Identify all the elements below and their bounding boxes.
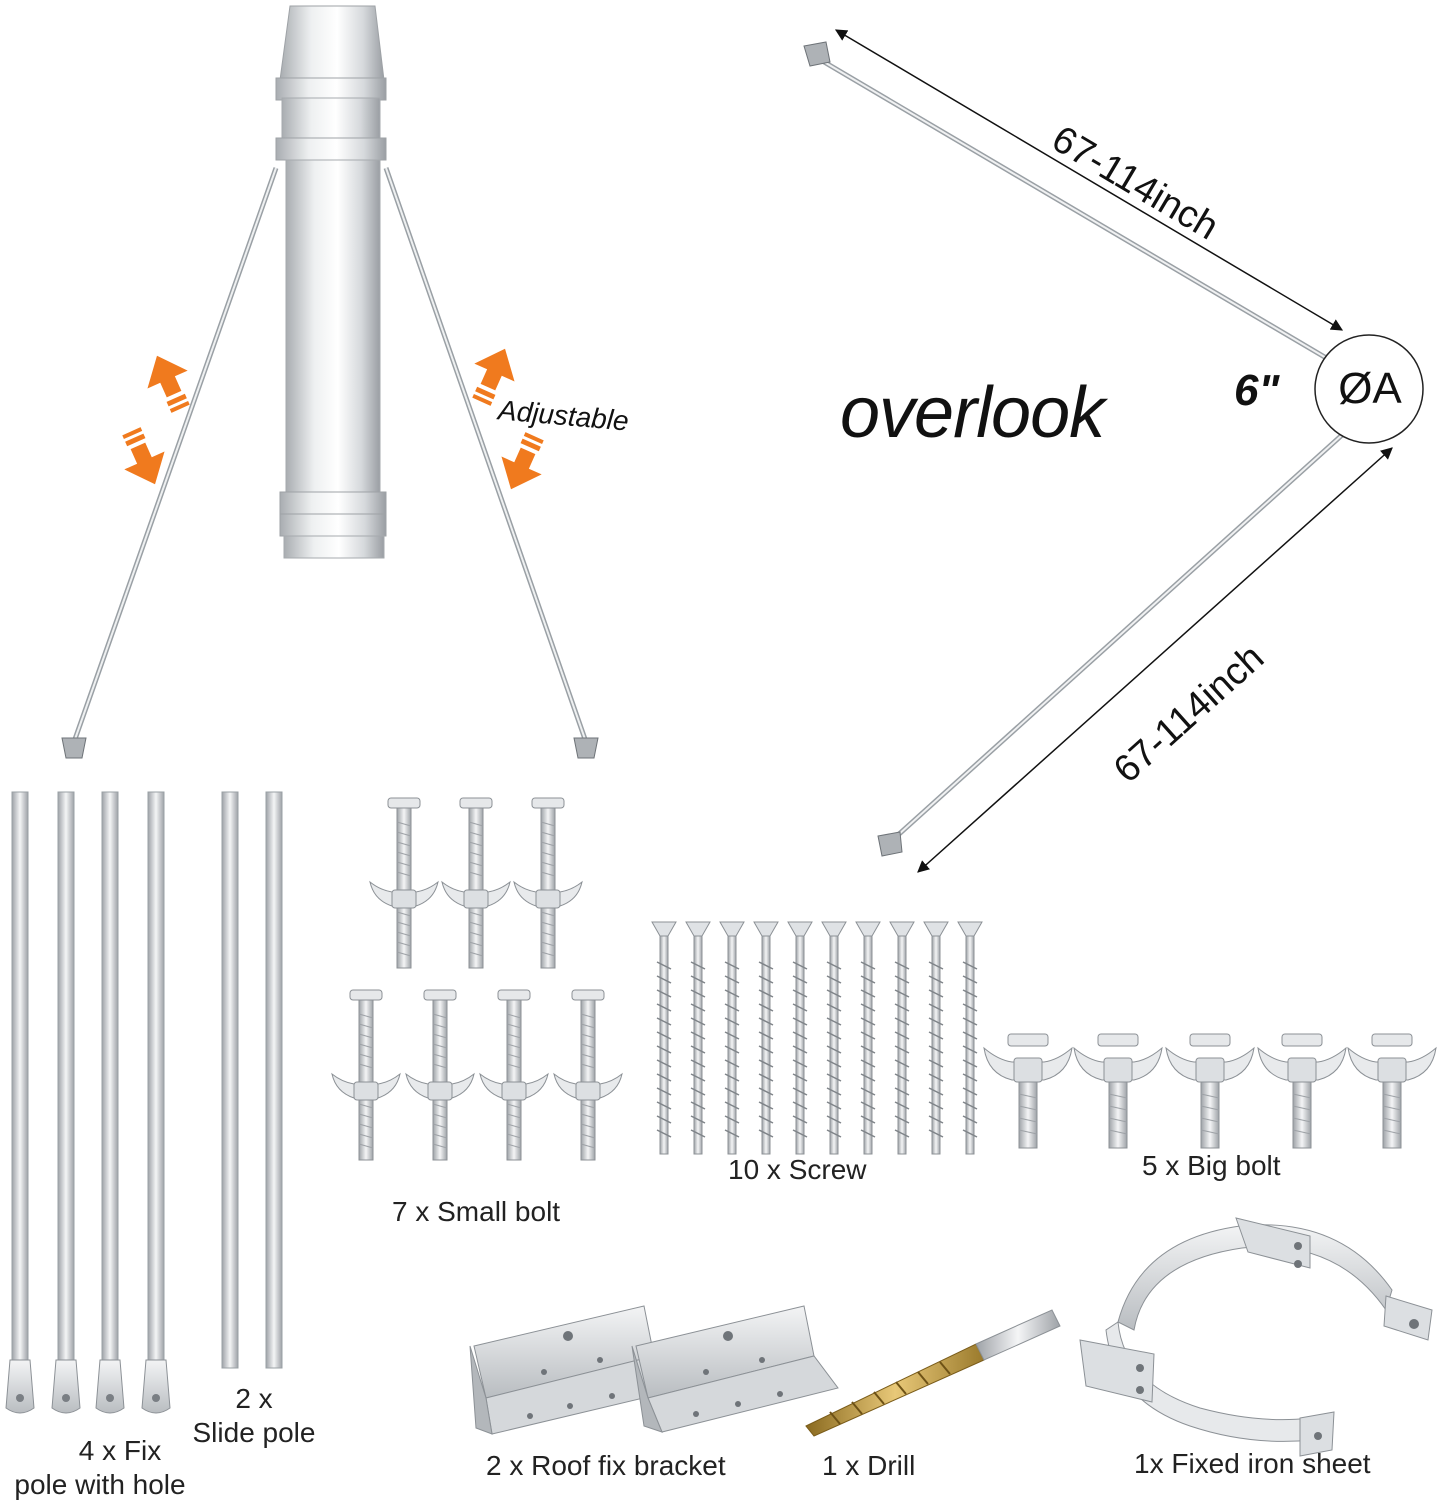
pipe-size-label: 6": [1234, 366, 1280, 415]
overlook-title: overlook: [840, 373, 1105, 453]
slide-pole-caption-line1: 2 x: [235, 1383, 273, 1414]
slide-poles: [221, 791, 283, 1369]
screws: [651, 921, 983, 1155]
drill-bit: [805, 1309, 1061, 1437]
slide-pole-caption-line2: Slide pole: [192, 1417, 316, 1448]
fix-pole-caption: 4 x Fix pole with hole: [14, 1434, 220, 1500]
arrow-up-icon: [472, 348, 515, 406]
dimension-line-bottom: [917, 447, 1393, 873]
iron-sheet-caption: 1x Fixed iron sheet: [1134, 1448, 1371, 1479]
diameter-label: ØA: [1338, 364, 1402, 413]
big-bolts: [983, 1033, 1437, 1149]
screw-caption: 10 x Screw: [728, 1154, 867, 1185]
small-bolts: [331, 797, 623, 1161]
big-bolt-caption: 5 x Big bolt: [1142, 1150, 1281, 1181]
arrow-down-icon: [501, 432, 544, 490]
fix-pole-caption-line1: 4 x Fix: [78, 1435, 162, 1466]
small-bolt-caption: 7 x Small bolt: [392, 1196, 561, 1227]
fix-pole-caption-line2: pole with hole: [14, 1469, 186, 1500]
arrow-up-icon: [147, 355, 190, 413]
overlook-diagram: [803, 29, 1424, 873]
dimension-line-top: [834, 29, 1344, 331]
pipe-circle: [1314, 334, 1424, 444]
assembled-pipe-stand: [61, 5, 599, 759]
fixed-iron-sheet: [1079, 1217, 1433, 1457]
roof-bracket-caption: 2 x Roof fix bracket: [486, 1450, 726, 1481]
slide-pole-caption: 2 x Slide pole: [176, 1382, 332, 1450]
fix-poles: [5, 791, 171, 1414]
roof-brackets: [469, 1305, 839, 1435]
adjust-arrows: [122, 348, 544, 490]
drill-caption: 1 x Drill: [822, 1450, 916, 1481]
arrow-down-icon: [122, 427, 165, 485]
